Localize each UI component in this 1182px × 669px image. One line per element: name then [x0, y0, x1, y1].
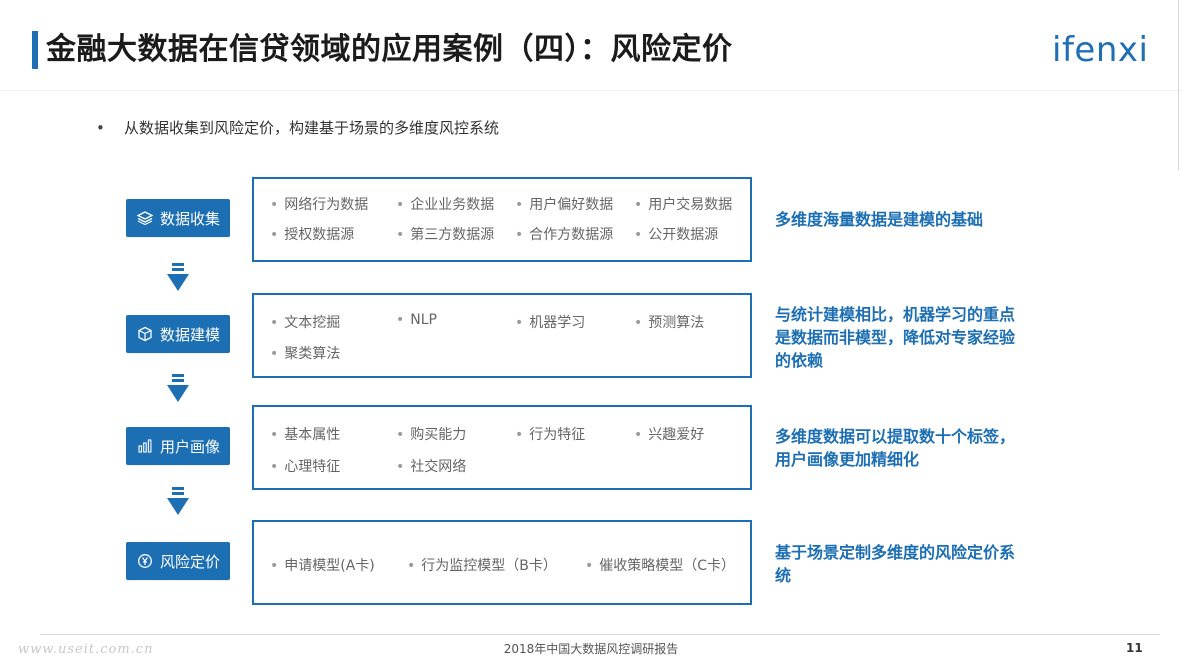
down-arrow-icon: [167, 263, 189, 291]
list-item: •文本挖掘: [270, 315, 341, 331]
step-description: 与统计建模相比，机器学习的重点是数据而非模型，降低对专家经验的依赖: [775, 305, 1016, 370]
step-label: 数据建模: [159, 325, 220, 344]
step-description: 基于场景定制多维度的风险定价系统: [775, 543, 1016, 585]
list-item: •第三方数据源: [396, 227, 495, 243]
cube-icon: [136, 325, 154, 343]
list-item: •聚类算法: [270, 346, 341, 362]
list-item: •公开数据源: [634, 227, 719, 243]
list-item: •社交网络: [396, 459, 467, 475]
down-arrow-icon: [167, 374, 189, 402]
summary-bullet: • 从数据收集到风险定价，构建基于场景的多维度风控系统: [96, 116, 499, 140]
risk-pricing-box: •申请模型(A卡) •行为监控模型（B卡） •催收策略模型（C卡）: [252, 520, 752, 605]
step-label: 用户画像: [159, 437, 220, 456]
title-accent-bar: [32, 31, 38, 69]
footer-divider: [40, 634, 1160, 635]
list-item: •申请模型(A卡): [270, 558, 375, 574]
list-item: •购买能力: [396, 427, 467, 443]
layers-icon: [136, 209, 154, 227]
list-item: •用户偏好数据: [515, 197, 614, 213]
step-risk-pricing: 风险定价: [126, 542, 230, 580]
list-item: •用户交易数据: [634, 197, 733, 213]
list-item: •合作方数据源: [515, 227, 614, 243]
list-item: •催收策略模型（C卡）: [585, 558, 736, 574]
ifenxi-logo: ifenxi: [1052, 30, 1149, 70]
step-user-profile: 用户画像: [126, 427, 230, 465]
summary-text: 从数据收集到风险定价，构建基于场景的多维度风控系统: [124, 119, 500, 137]
list-item: •心理特征: [270, 459, 341, 475]
yen-badge-icon: [136, 552, 154, 570]
list-item: •网络行为数据: [270, 197, 369, 213]
list-item: •行为特征: [515, 427, 586, 443]
footer-source: 2018年中国大数据风控调研报告: [503, 642, 679, 656]
step-description: 多维度海量数据是建模的基础: [775, 210, 984, 229]
step-data-collection: 数据收集: [126, 199, 230, 237]
bullet-marker: •: [96, 119, 105, 137]
step-description: 多维度数据可以提取数十个标签，用户画像更加精细化: [775, 427, 1016, 469]
list-item: •基本属性: [270, 427, 341, 443]
data-collection-box: •网络行为数据 •企业业务数据 •用户偏好数据 •用户交易数据 •授权数据源 •…: [252, 177, 752, 262]
user-profile-box: •基本属性 •购买能力 •行为特征 •兴趣爱好 •心理特征 •社交网络: [252, 405, 752, 490]
header-divider: [0, 90, 1182, 91]
step-label: 风险定价: [159, 552, 220, 571]
right-edge-divider: [1178, 0, 1179, 170]
watermark: www.useit.com.cn: [18, 642, 154, 657]
page-title: 金融大数据在信贷领域的应用案例（四）：风险定价: [46, 32, 733, 67]
list-item: •NLP: [396, 312, 437, 328]
list-item: •行为监控模型（B卡）: [407, 558, 557, 574]
down-arrow-icon: [167, 487, 189, 515]
list-item: •企业业务数据: [396, 197, 495, 213]
step-label: 数据收集: [159, 209, 220, 228]
list-item: •预测算法: [634, 315, 705, 331]
bar-chart-icon: [136, 437, 154, 455]
step-data-modeling: 数据建模: [126, 315, 230, 353]
data-modeling-box: •文本挖掘 •NLP •机器学习 •预测算法 •聚类算法: [252, 293, 752, 378]
list-item: •授权数据源: [270, 227, 355, 243]
list-item: •兴趣爱好: [634, 427, 705, 443]
list-item: •机器学习: [515, 315, 586, 331]
page-number: 11: [1126, 641, 1143, 655]
